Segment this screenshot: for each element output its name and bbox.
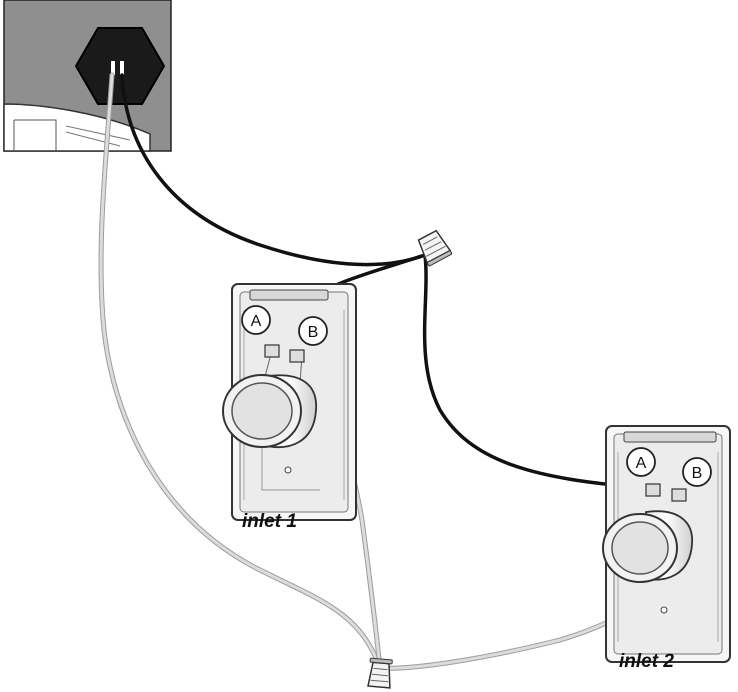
terminal-b-badge <box>682 457 712 487</box>
inlet-2: A B <box>602 425 731 663</box>
terminal-a-label: A <box>636 455 647 472</box>
inlet-1: A B <box>222 283 357 521</box>
inlet-1-caption: inlet 1 <box>242 511 297 532</box>
terminal-a-label: A <box>251 313 262 330</box>
inlet-2-caption: inlet 2 <box>619 651 674 672</box>
terminal-b-label: B <box>308 324 319 341</box>
black-wires <box>120 73 654 490</box>
white-wires <box>98 72 689 671</box>
terminal-a-badge <box>241 305 271 335</box>
terminal-b-label: B <box>692 465 703 482</box>
power-unit <box>3 0 172 152</box>
wire-nut-icon <box>367 657 393 689</box>
terminal-a-badge <box>626 447 656 477</box>
wire-nut-icon <box>417 229 453 267</box>
terminal-b-badge <box>298 316 328 346</box>
